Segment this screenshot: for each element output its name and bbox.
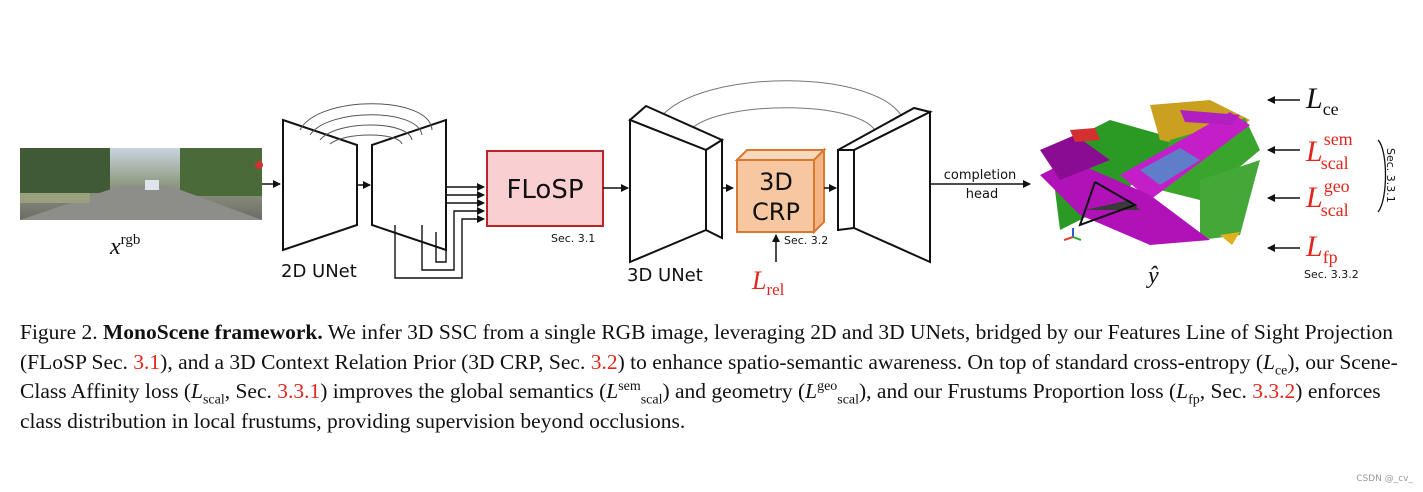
caption-text-7: ) and geometry (	[662, 379, 806, 403]
caption-ref-3-3-1[interactable]: 3.3.1	[277, 379, 321, 403]
caption-text-5: , Sec.	[224, 379, 278, 403]
flosp-label: FLoSP	[506, 175, 583, 205]
caption-ce-sub: ce	[1274, 362, 1288, 378]
caption-loss-symbol: L	[191, 379, 203, 403]
figure-caption: Figure 2. MonoScene framework. We infer …	[20, 318, 1410, 436]
caption-text-1: We infer 3D SSC from a single RGB image,…	[20, 320, 1394, 374]
caption-text-2: ), and a 3D Context Relation Prior (3D C…	[160, 349, 591, 374]
flosp-block	[486, 150, 604, 227]
caption-ref-3-1[interactable]: 3.1	[133, 349, 161, 374]
caption-scal-sub: scal	[203, 392, 225, 408]
caption-fig-label: Figure 2.	[20, 320, 98, 344]
loss-fp: Lfp	[1305, 230, 1338, 267]
crp-block	[734, 147, 827, 235]
caption-sem-sup: sem	[618, 378, 641, 394]
framework-diagram: xrgb 2D UNet FLoSP Sec. 3.1 3D UNet	[20, 80, 1397, 299]
output-label: ŷ	[1146, 263, 1159, 289]
caption-loss-symbol: L	[1263, 349, 1275, 374]
unet2d-label: 2D UNet	[281, 261, 357, 282]
bottom-section: Sec. 3.3.2	[1304, 268, 1359, 281]
crp-label-line2: CRP	[752, 198, 800, 226]
multiscale-connectors	[394, 183, 485, 279]
caption-text-10: ) enforces class distribution in local f…	[20, 379, 1381, 433]
caption-text-9: , Sec.	[1199, 379, 1253, 403]
caption-ref-3-3-2[interactable]: 3.3.2	[1252, 379, 1296, 403]
loss-ce: Lce	[1305, 82, 1339, 119]
caption-fp-sub: fp	[1188, 392, 1200, 408]
caption-loss-symbol: L	[1176, 379, 1189, 403]
bracket-section: Sec. 3.3.1	[1384, 148, 1397, 203]
caption-ref-3-2[interactable]: 3.2	[590, 349, 618, 374]
output-scene	[1040, 100, 1260, 245]
caption-text-3: ) to enhance spatio-semantic awareness. …	[617, 349, 1263, 374]
caption-text-8: ), and our Frustums Proportion loss (	[859, 379, 1177, 403]
unet3d-label: 3D UNet	[627, 265, 703, 286]
head-label-line1: completion	[944, 168, 1017, 183]
crp-section: Sec. 3.2	[784, 234, 828, 247]
input-rgb-image	[20, 148, 263, 220]
flosp-section: Sec. 3.1	[551, 232, 595, 245]
head-label-line2: head	[966, 187, 998, 202]
caption-text-4: ), our Scene-Class Affinity loss (	[20, 349, 1398, 404]
caption-scal-sub: scal	[837, 392, 860, 408]
caption-geo-sup: geo	[817, 378, 838, 394]
crp-label-line1: 3D	[759, 168, 793, 196]
caption-loss-symbol: L	[805, 379, 818, 403]
rel-loss: Lrel	[751, 266, 785, 299]
watermark: CSDN @_cv_	[1356, 474, 1413, 484]
unet-3d	[628, 80, 933, 264]
input-label: xrgb	[109, 232, 140, 260]
caption-loss-symbol: L	[606, 379, 619, 403]
caption-scal-sub: scal	[640, 392, 663, 408]
caption-text-6: ) improves the global semantics (	[320, 379, 607, 403]
unet-2d	[282, 103, 447, 252]
caption-title: MonoScene framework.	[103, 320, 323, 344]
loss-bracket	[1377, 139, 1387, 213]
